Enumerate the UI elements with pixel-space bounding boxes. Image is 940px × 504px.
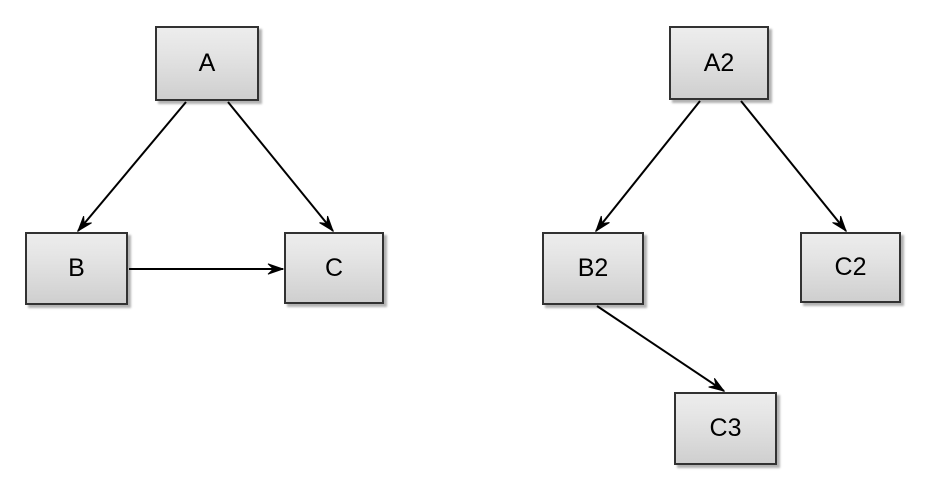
edge-b2-c3[interactable] [596,305,726,392]
node-label: A2 [703,48,735,77]
node-label: A [198,49,216,77]
arrowhead-icon [595,215,610,233]
edge-a-c[interactable] [227,101,334,233]
node-b2[interactable]: B2 [542,232,644,305]
node-a[interactable]: A [155,26,259,101]
node-c3[interactable]: C3 [674,392,777,465]
node-c[interactable]: C [284,232,384,304]
node-label: B2 [577,254,609,282]
arrowhead-icon [267,263,285,275]
node-label: C2 [834,253,867,281]
edge-a-b[interactable] [77,101,187,233]
edge-line [595,100,701,232]
edge-line [227,101,334,232]
arrowhead-icon [319,215,334,233]
edge-a2-c2[interactable] [740,100,847,233]
node-c2[interactable]: C2 [800,232,901,303]
node-b[interactable]: B [25,232,128,305]
edge-a2-b2[interactable] [595,100,701,233]
edge-line [596,305,725,392]
node-a2[interactable]: A2 [669,26,769,100]
node-label: C3 [709,414,742,442]
node-label: B [68,254,85,282]
arrowhead-icon [832,215,847,233]
node-label: C [324,253,344,282]
edge-line [740,100,847,232]
arrowhead-icon [77,215,92,233]
edge-b-c[interactable] [129,263,285,275]
arrowhead-icon [708,378,726,392]
edge-line [77,101,187,232]
